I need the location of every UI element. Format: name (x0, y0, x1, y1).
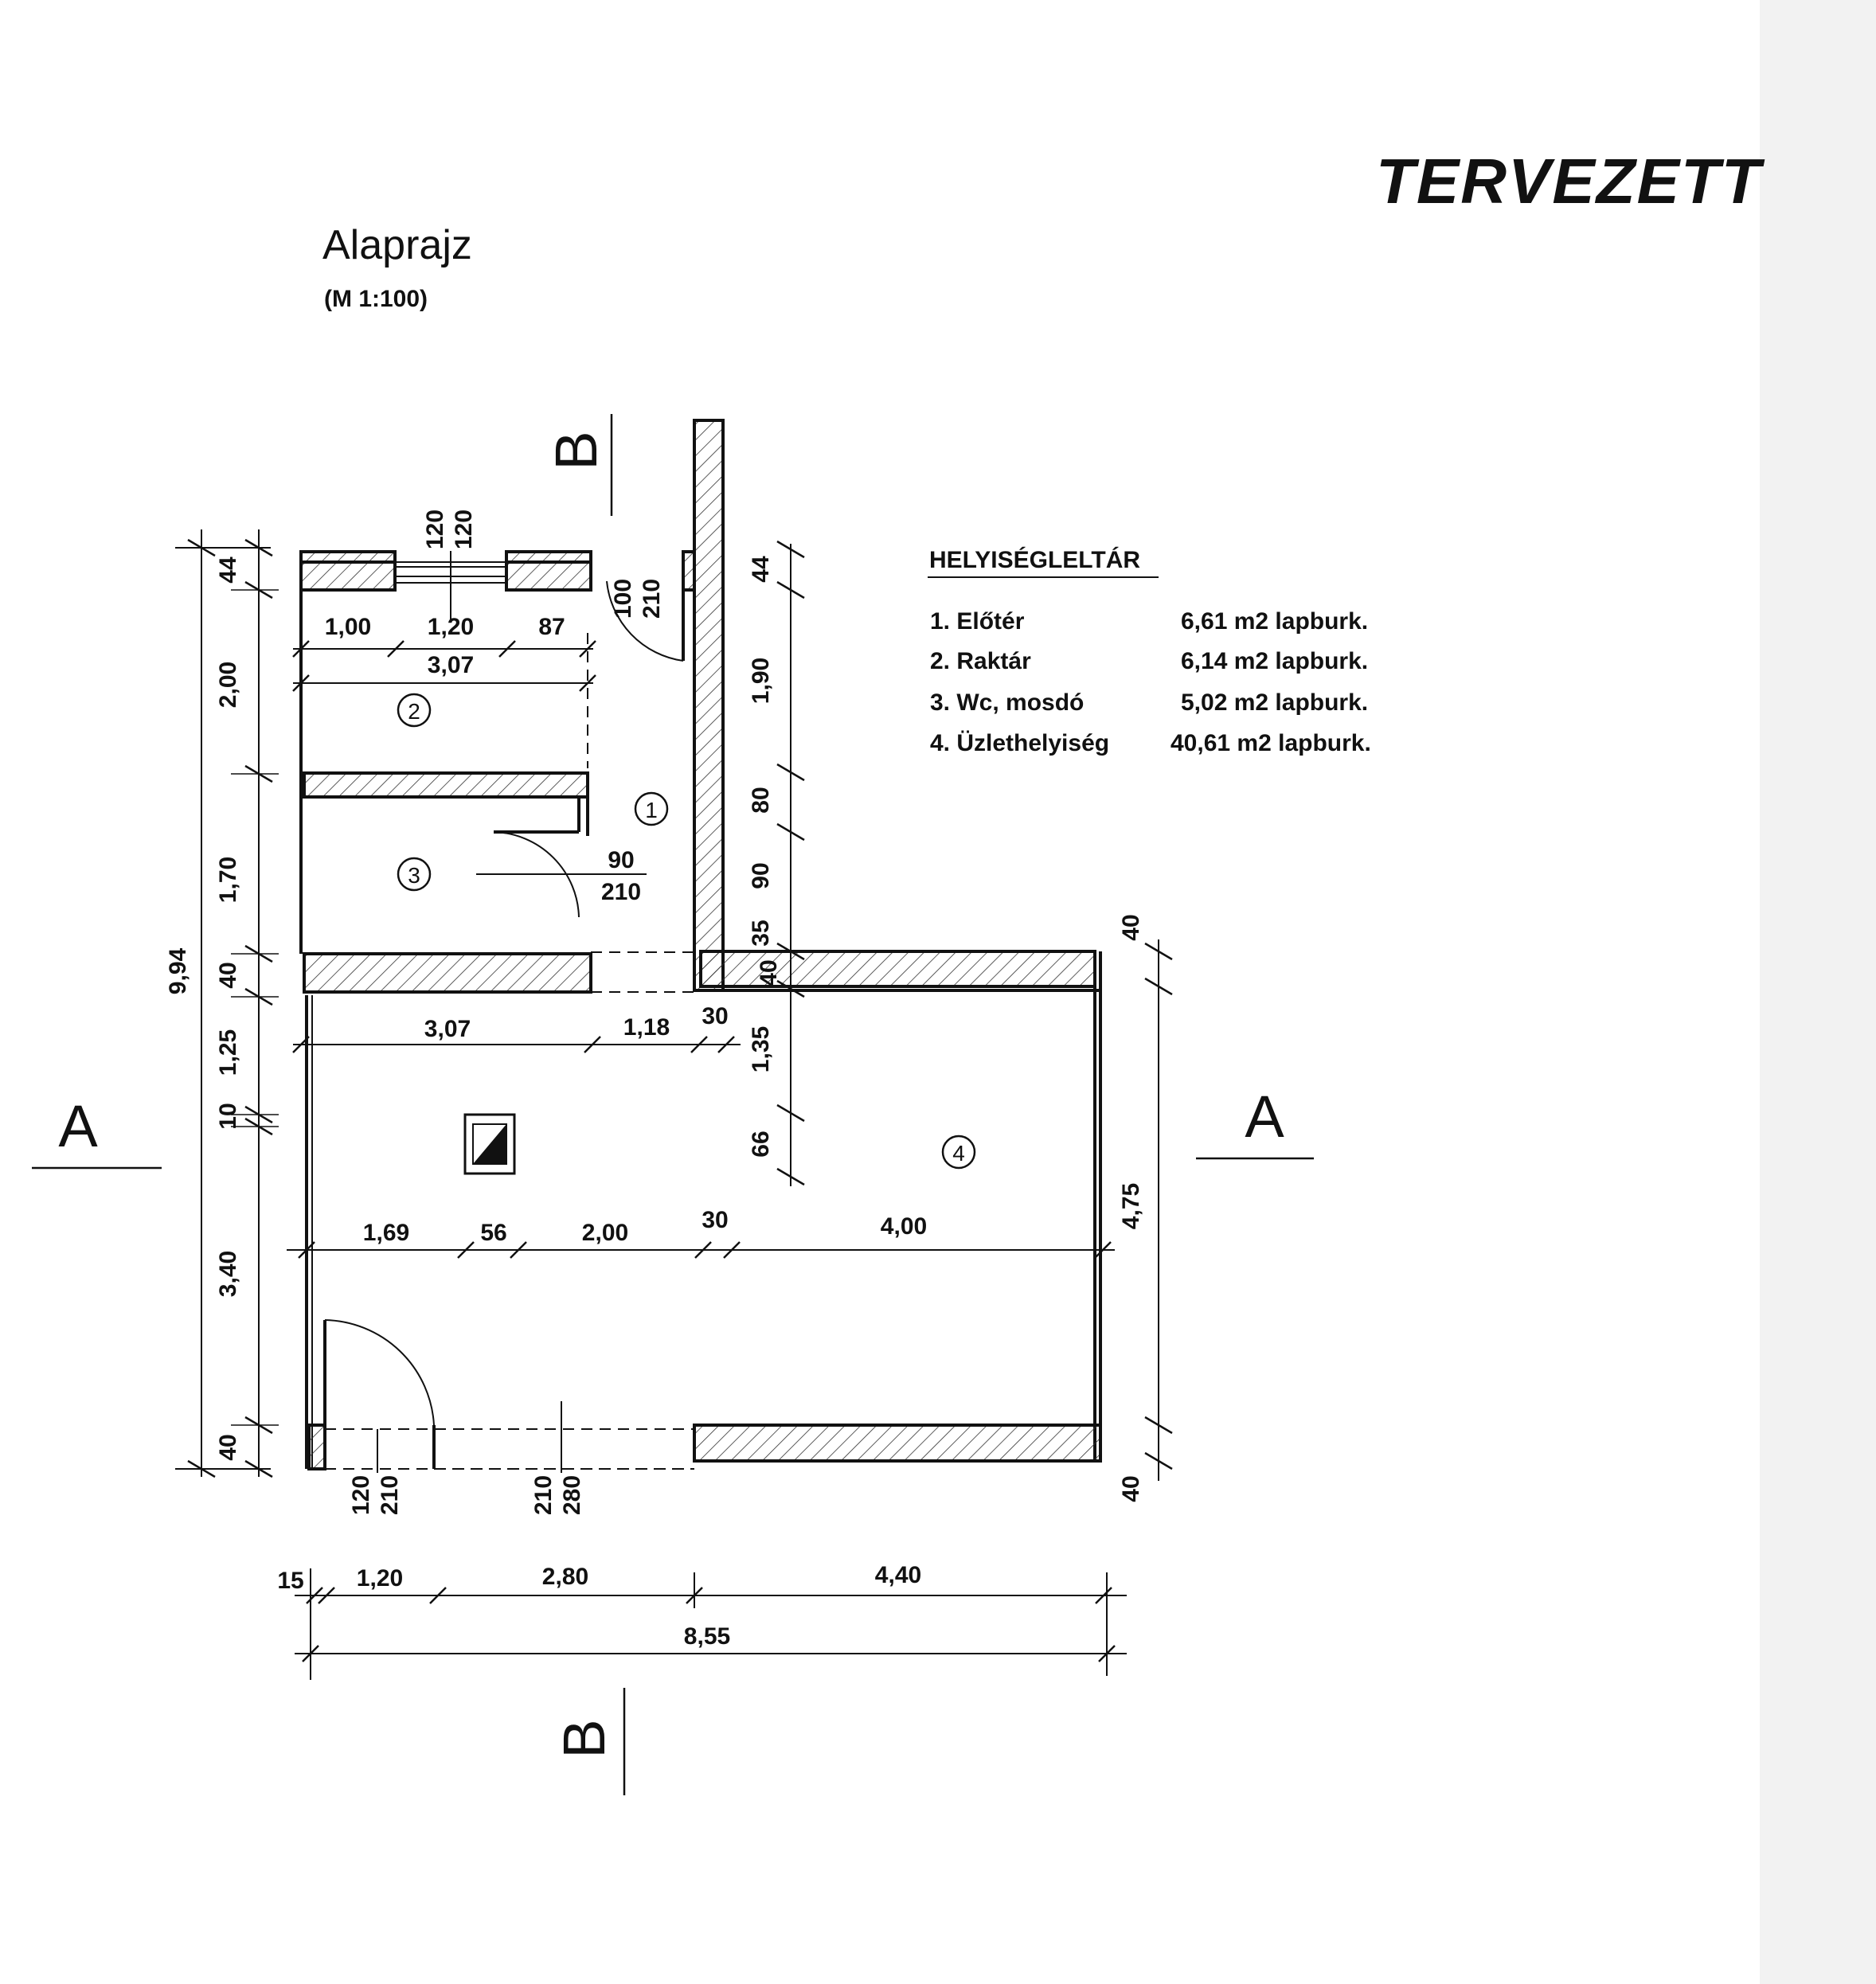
section-lines (32, 414, 1314, 1795)
dim-door: 210 (639, 579, 665, 619)
dim-left-chain: 10 (215, 1103, 241, 1129)
dim-low-row: 4,00 (881, 1213, 927, 1240)
dim-mid-row: 1,18 (623, 1014, 670, 1041)
room-number: 3 (408, 863, 420, 888)
dim-low-row: 1,69 (363, 1220, 409, 1246)
room-inventory: HELYISÉGLELTÁR 1. Előtér 6,61 m2 lapburk… (928, 546, 1371, 756)
dim-row1: 1,20 (428, 614, 474, 640)
inventory-room-name: 2. Raktár (930, 648, 1031, 674)
openings (325, 633, 694, 1470)
dim-low-row: 30 (702, 1207, 728, 1233)
dim-right-lower: 40 (1118, 1475, 1144, 1502)
door-swings (323, 580, 685, 1426)
dim-low-row: 2,00 (582, 1220, 628, 1246)
stamp-text: TERVEZETT (1376, 146, 1765, 217)
dim-mid-row: 3,07 (424, 1016, 471, 1042)
dim-bottom-chain: 1,20 (357, 1565, 403, 1591)
dim-bottom-total: 8,55 (684, 1623, 730, 1650)
scale-label: (M 1:100) (324, 286, 428, 312)
inventory-room-name: 4. Üzlethelyiség (930, 730, 1109, 756)
inventory-heading: HELYISÉGLELTÁR (929, 546, 1140, 573)
inventory-room-area: 5,02 m2 lapburk. (1181, 689, 1368, 716)
dim-entry-door: 120 (348, 1475, 374, 1515)
dim-right-chain: 90 (748, 862, 774, 889)
dimension-lines (175, 529, 1173, 1680)
section-mark-b: B (551, 1719, 617, 1758)
dim-shop-window: 210 (530, 1475, 557, 1515)
dim-right-lower: 40 (1118, 914, 1144, 940)
dim-row1-total: 3,07 (428, 652, 474, 678)
dim-window: 120 (422, 510, 448, 549)
inventory-room-area: 40,61 m2 lapburk. (1171, 730, 1371, 756)
dim-bottom-chain: 4,40 (875, 1562, 921, 1588)
scan-edge (1760, 0, 1876, 1984)
dim-right-chain: 40 (756, 959, 782, 986)
dim-right-chain: 1,90 (748, 658, 774, 704)
room-number: 4 (952, 1141, 965, 1166)
room-number: 2 (408, 699, 420, 724)
section-mark-b: B (543, 431, 609, 470)
inventory-room-area: 6,14 m2 lapburk. (1181, 648, 1368, 674)
dim-left-chain: 1,25 (215, 1029, 241, 1076)
page-title: Alaprajz (322, 222, 472, 268)
room-number: 1 (645, 798, 658, 822)
inventory-room-area: 6,61 m2 lapburk. (1181, 608, 1368, 635)
dim-right-chain: 80 (748, 787, 774, 813)
dim-wc-door: 210 (601, 879, 641, 905)
dim-right-chain: 35 (748, 920, 774, 946)
dim-bottom-chain: 15 (277, 1568, 303, 1594)
room-markers (397, 693, 976, 1170)
dim-shop-window: 280 (559, 1475, 585, 1515)
chimney-icon (463, 1113, 516, 1175)
dim-right-chain: 1,35 (748, 1026, 774, 1072)
section-mark-a: A (1245, 1084, 1284, 1150)
dimension-labels: 9,94 44 2,00 1,70 40 1,25 10 3,40 40 120… (165, 510, 1144, 1650)
dim-left-chain: 40 (215, 962, 241, 988)
dim-row1: 1,00 (325, 614, 371, 640)
dim-wc-door: 90 (608, 847, 634, 873)
dim-left-chain: 44 (215, 557, 241, 584)
dim-window: 120 (451, 510, 477, 549)
inventory-room-name: 1. Előtér (930, 608, 1025, 635)
dim-right-lower: 4,75 (1118, 1183, 1144, 1229)
section-mark-a: A (58, 1093, 98, 1159)
dim-mid-row: 30 (702, 1003, 728, 1029)
dim-right-chain: 44 (748, 556, 774, 583)
dim-left-chain: 40 (215, 1434, 241, 1460)
dim-left-chain: 1,70 (215, 857, 241, 903)
dim-left-chain: 3,40 (215, 1251, 241, 1297)
dim-right-chain: 66 (748, 1131, 774, 1157)
dim-left-chain: 2,00 (215, 662, 241, 708)
dim-low-row: 56 (480, 1220, 506, 1246)
dim-bottom-chain: 2,80 (542, 1564, 588, 1590)
inventory-room-name: 3. Wc, mosdó (930, 689, 1084, 716)
walls (299, 419, 1102, 1470)
dim-left-total: 9,94 (165, 947, 191, 994)
dim-door: 100 (610, 579, 636, 619)
dim-row1: 87 (538, 614, 565, 640)
dim-entry-door: 210 (377, 1475, 403, 1515)
